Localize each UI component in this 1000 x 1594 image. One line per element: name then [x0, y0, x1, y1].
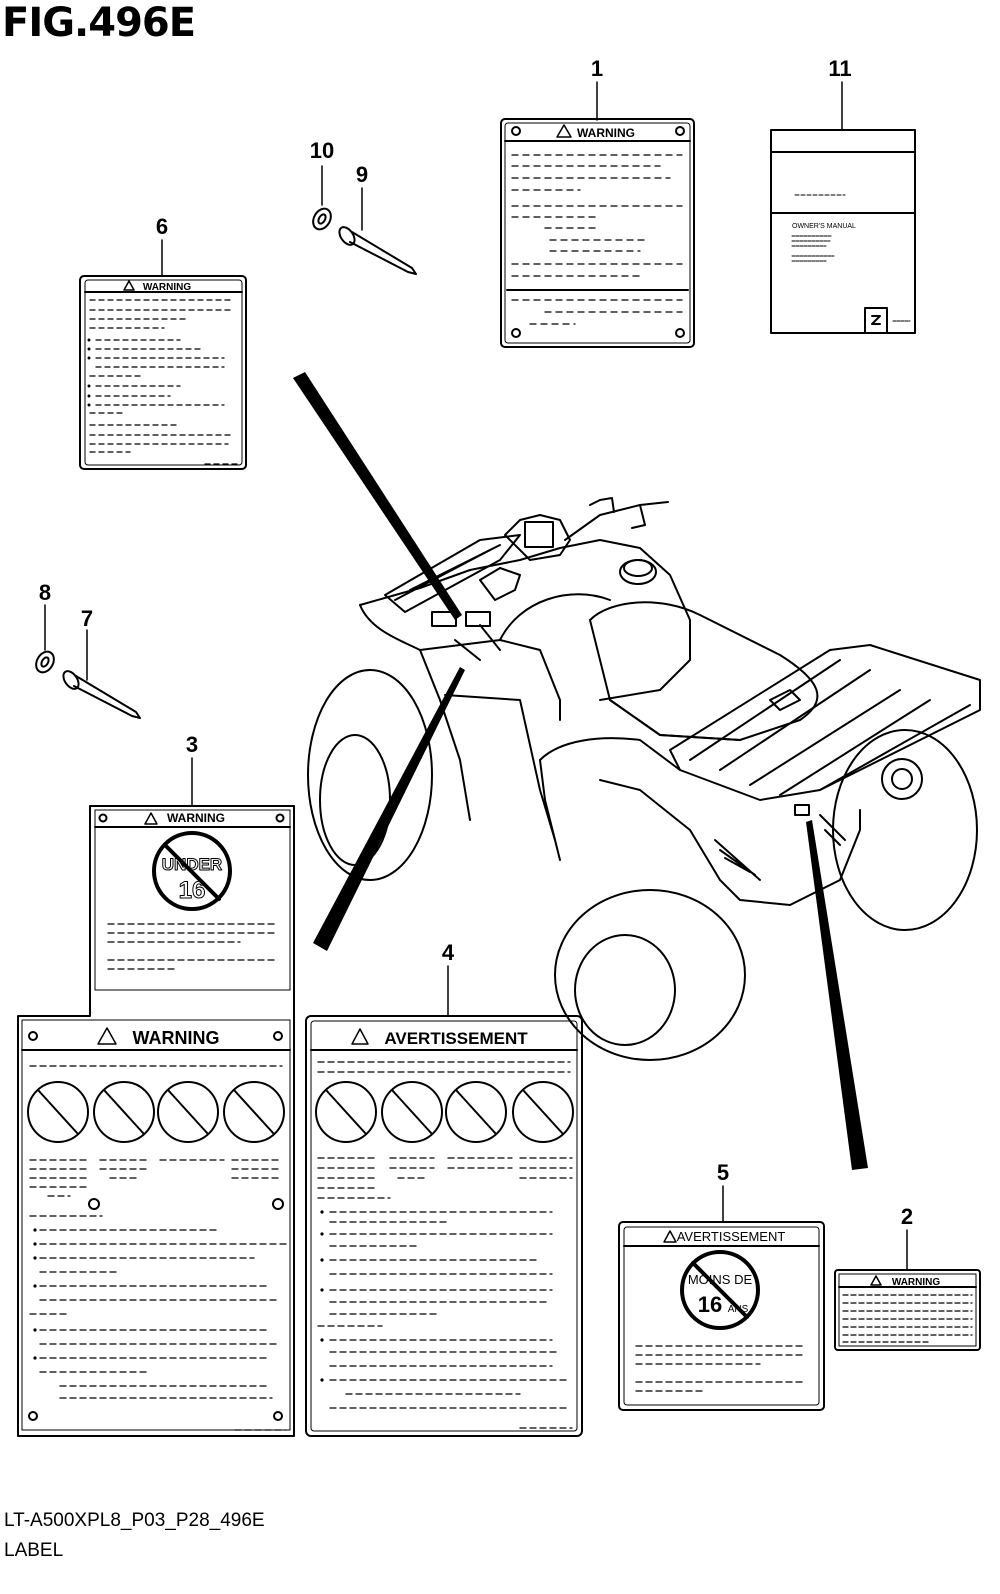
label-3-pictograms [27, 1081, 285, 1143]
washer-8 [35, 650, 55, 674]
callout-stems [44, 81, 908, 1271]
callout-numbers: 1 2 3 4 5 6 7 8 9 10 11 [39, 56, 913, 1229]
label-3-warning: WARNING [167, 811, 225, 825]
label-5-avertissement: AVERTISSEMENT [677, 1229, 786, 1244]
callout-7: 7 [81, 606, 93, 631]
label-3-under: UNDER [162, 855, 222, 874]
label-5-age: 16 [698, 1292, 722, 1317]
washer-10 [312, 207, 332, 231]
label-2: WARNING [834, 1269, 981, 1351]
callout-6: 6 [156, 214, 168, 239]
callout-11: 11 [828, 56, 851, 81]
callout-3: 3 [186, 732, 198, 757]
label-4-avertissement: AVERTISSEMENT [384, 1029, 528, 1048]
label-3: WARNING UNDER 16 WARNING [17, 805, 295, 1437]
label-3-warning-main: WARNING [133, 1028, 220, 1048]
rivet-7 [62, 670, 141, 719]
label-4: AVERTISSEMENT [305, 1015, 583, 1437]
label-4-pictograms [315, 1081, 574, 1143]
figure-name: LABEL [4, 1540, 64, 1561]
label-5-moins-de: MOINS DE [688, 1272, 753, 1287]
callout-5: 5 [717, 1160, 729, 1185]
label-2-warning: WARNING [892, 1277, 941, 1288]
label-1: WARNING [500, 118, 695, 348]
label-6: WARNING [79, 275, 247, 470]
atv-illustration [307, 497, 981, 1061]
figure-title: FIG.496E [2, 0, 196, 46]
owners-manual-11: OWNER'S MANUAL [770, 129, 916, 334]
callout-9: 9 [356, 162, 368, 187]
callout-1: 1 [591, 56, 603, 81]
owners-manual-title: OWNER'S MANUAL [792, 223, 856, 230]
callout-10: 10 [310, 138, 334, 163]
callout-2: 2 [901, 1204, 913, 1229]
leader-lines [293, 372, 868, 1170]
figure-code: LT-A500XPL8_P03_P28_496E [4, 1510, 265, 1531]
callout-8: 8 [39, 580, 51, 605]
label-5: AVERTISSEMENT MOINS DE 16 ANS [618, 1221, 825, 1411]
rivet-9 [338, 226, 417, 275]
label-1-warning: WARNING [577, 126, 635, 140]
label-6-warning: WARNING [143, 282, 192, 293]
callout-4: 4 [442, 940, 455, 965]
